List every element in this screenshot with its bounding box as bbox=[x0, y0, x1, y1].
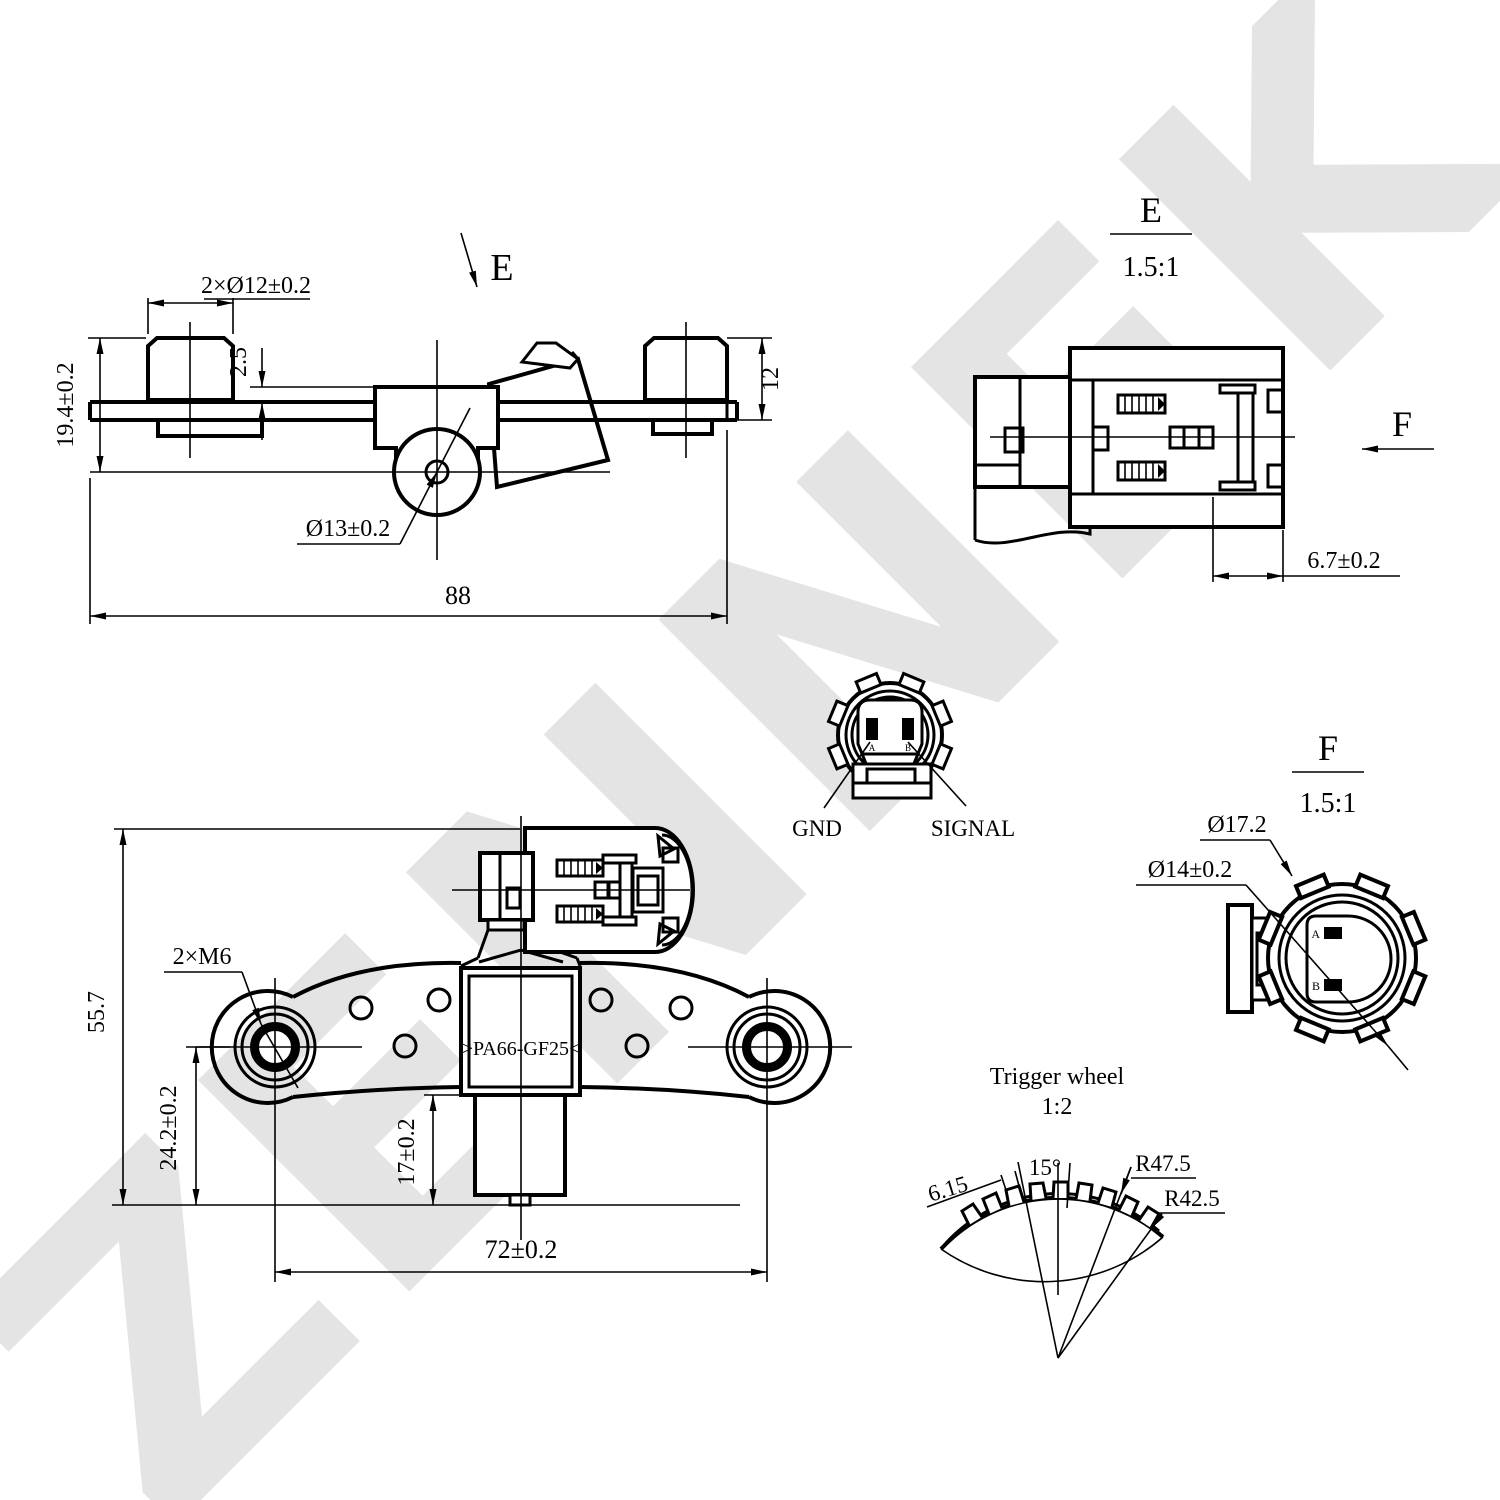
svg-text:55.7: 55.7 bbox=[84, 991, 110, 1033]
face-d-opening bbox=[856, 698, 924, 768]
side-connector-tip bbox=[519, 341, 581, 370]
f-pin-a bbox=[1324, 927, 1342, 939]
svg-text:88: 88 bbox=[445, 581, 471, 610]
dim-f-outer: Ø17.2 bbox=[1200, 812, 1293, 877]
f-castellations bbox=[1256, 872, 1428, 1044]
f-pin-b bbox=[1324, 979, 1342, 991]
dim-mid-242: 24.2±0.2 bbox=[156, 1046, 230, 1205]
svg-text:R47.5: R47.5 bbox=[1135, 1151, 1191, 1176]
trigger-wheel-view: Trigger wheel 1:2 bbox=[925, 1064, 1225, 1359]
wing-holes bbox=[348, 987, 694, 1059]
dim-hole-13: Ø13±0.2 bbox=[297, 407, 471, 545]
sensor-probe bbox=[473, 1093, 567, 1197]
gnd-label: GND bbox=[792, 816, 842, 841]
view-f-title: F bbox=[1318, 728, 1338, 768]
dim-step: 2.5 bbox=[226, 347, 375, 440]
svg-text:Ø14±0.2: Ø14±0.2 bbox=[1148, 857, 1233, 883]
svg-text:2.5: 2.5 bbox=[226, 347, 252, 377]
svg-text:12: 12 bbox=[758, 367, 784, 391]
e-view-arrow bbox=[460, 232, 478, 288]
svg-text:72±0.2: 72±0.2 bbox=[485, 1235, 558, 1264]
dim-angle-15: 15° bbox=[1029, 1155, 1061, 1180]
face-pin-b bbox=[902, 718, 914, 740]
view-e: E 1.5:1 bbox=[973, 190, 1434, 582]
view-f-scale: 1.5:1 bbox=[1300, 788, 1357, 819]
svg-text:B: B bbox=[1312, 979, 1320, 993]
svg-text:2×M6: 2×M6 bbox=[173, 944, 232, 970]
dim-boss-12: 12 bbox=[727, 337, 784, 421]
svg-text:2×Ø12±0.2: 2×Ø12±0.2 bbox=[201, 273, 311, 299]
dim-bolt-dia: 2×Ø12±0.2 bbox=[147, 273, 311, 334]
dim-height-557: 55.7 bbox=[84, 828, 740, 1206]
svg-text:A: A bbox=[1311, 927, 1320, 941]
dim-tooth-width: 6.15 bbox=[925, 1170, 1020, 1208]
signal-label: SIGNAL bbox=[931, 816, 1015, 841]
trigger-wheel-scale: 1:2 bbox=[1042, 1094, 1073, 1120]
view-e-title: E bbox=[1140, 190, 1162, 230]
face-latch bbox=[851, 762, 933, 800]
side-view: E 2×Ø12±0.2 2.5 19.4±0.2 bbox=[53, 232, 784, 624]
side-connector-boot bbox=[486, 356, 611, 490]
dim-radius-outer: R47.5 bbox=[1120, 1151, 1196, 1195]
side-left-tab bbox=[156, 418, 264, 438]
probe-tip bbox=[508, 1193, 532, 1207]
face-pin-a bbox=[866, 718, 878, 740]
svg-text:19.4±0.2: 19.4±0.2 bbox=[53, 362, 79, 447]
view-e-scale: 1.5:1 bbox=[1123, 252, 1180, 283]
svg-text:Ø17.2: Ø17.2 bbox=[1207, 812, 1266, 838]
svg-text:R42.5: R42.5 bbox=[1164, 1186, 1220, 1211]
dim-f-inner: Ø14±0.2 bbox=[1136, 857, 1409, 1071]
dim-height-194: 19.4±0.2 bbox=[53, 337, 146, 472]
svg-text:6.15: 6.15 bbox=[925, 1171, 971, 1207]
trigger-wheel-title: Trigger wheel bbox=[990, 1064, 1125, 1090]
e-break-line bbox=[974, 527, 1092, 545]
svg-text:17±0.2: 17±0.2 bbox=[394, 1118, 420, 1185]
dim-radius-inner: R42.5 bbox=[1151, 1186, 1225, 1229]
dim-width-88: 88 bbox=[89, 430, 728, 624]
dim-thread-m6: 2×M6 bbox=[164, 944, 299, 1089]
svg-text:24.2±0.2: 24.2±0.2 bbox=[156, 1085, 182, 1170]
side-right-tab bbox=[651, 418, 714, 436]
e-terminals bbox=[1116, 393, 1167, 482]
dim-depth-67: 6.7±0.2 bbox=[1212, 497, 1400, 582]
main-connector bbox=[460, 826, 695, 968]
svg-text:Ø13±0.2: Ø13±0.2 bbox=[306, 516, 391, 542]
dim-width-72: 72±0.2 bbox=[275, 1235, 767, 1276]
gnd-leader bbox=[823, 741, 871, 809]
e-view-label: E bbox=[490, 247, 513, 289]
main-view: >PA66-GF25< 2×M6 55.7 bbox=[84, 816, 852, 1282]
signal-leader bbox=[907, 741, 967, 807]
svg-text:A: A bbox=[869, 743, 876, 753]
connector-face-view: A B GND SIGNAL bbox=[792, 671, 1015, 841]
svg-text:6.7±0.2: 6.7±0.2 bbox=[1307, 548, 1380, 574]
dim-probe-17: 17±0.2 bbox=[394, 1094, 473, 1205]
svg-text:B: B bbox=[905, 743, 911, 753]
f-view-arrow-label: F bbox=[1392, 404, 1412, 444]
trigger-teeth bbox=[960, 1180, 1162, 1229]
view-f: F 1.5:1 bbox=[1136, 728, 1428, 1071]
